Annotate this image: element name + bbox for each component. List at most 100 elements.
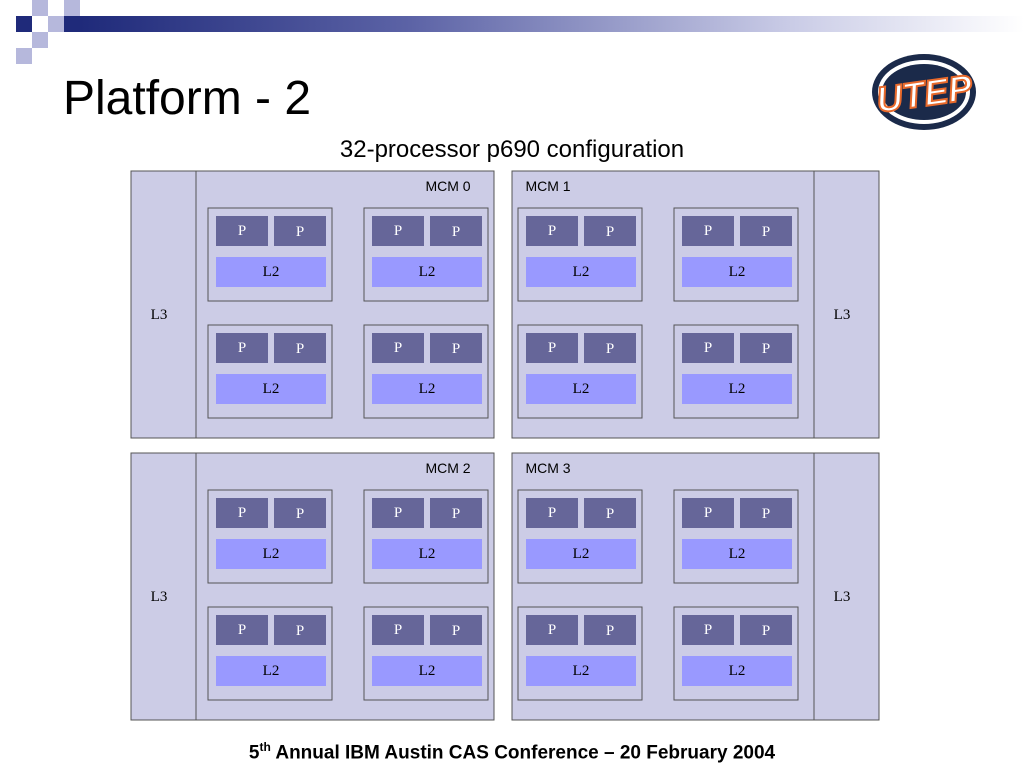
header-square	[48, 16, 64, 32]
footer-ordinal: 5	[248, 742, 260, 764]
processor-block	[430, 498, 482, 528]
processor-block	[682, 615, 734, 645]
processor-label: P	[394, 622, 402, 638]
l2-label: L2	[573, 663, 590, 679]
processor-label: P	[238, 223, 246, 239]
l2-cache-block	[216, 539, 326, 569]
processor-label: P	[296, 341, 304, 357]
l2-label: L2	[263, 546, 280, 562]
l2-label: L2	[419, 663, 436, 679]
l2-cache-block	[682, 656, 792, 686]
processor-block	[682, 498, 734, 528]
l3-label: L3	[834, 589, 851, 605]
processor-label: P	[548, 223, 556, 239]
processor-block	[584, 498, 636, 528]
processor-label: P	[548, 622, 556, 638]
processor-block	[526, 333, 578, 363]
processor-block	[372, 333, 424, 363]
processor-label: P	[452, 506, 460, 522]
footer-ordinal-suffix: th	[259, 740, 271, 754]
header-square	[16, 48, 32, 64]
l2-cache-block	[216, 257, 326, 287]
mcm-label: MCM 1	[525, 178, 570, 194]
processor-block	[584, 615, 636, 645]
processor-block	[274, 615, 326, 645]
processor-block	[430, 615, 482, 645]
l2-label: L2	[729, 381, 746, 397]
processor-block	[526, 615, 578, 645]
l2-label: L2	[729, 663, 746, 679]
l2-label: L2	[729, 546, 746, 562]
processor-block	[584, 333, 636, 363]
l2-label: L2	[729, 264, 746, 280]
l2-label: L2	[419, 546, 436, 562]
l3-label: L3	[151, 307, 168, 323]
slide-subtitle: 32-processor p690 configuration	[339, 136, 685, 163]
processor-label: P	[704, 622, 712, 638]
l3-label: L3	[151, 589, 168, 605]
processor-block	[430, 333, 482, 363]
l2-label: L2	[573, 264, 590, 280]
processor-block	[526, 498, 578, 528]
l3-cache-block	[813, 452, 880, 721]
processor-block	[740, 498, 792, 528]
processor-block	[372, 498, 424, 528]
header-gradient-bar	[80, 16, 1024, 32]
processor-label: P	[606, 224, 614, 240]
processor-block	[216, 498, 268, 528]
processor-label: P	[762, 623, 770, 639]
l3-label: L3	[834, 307, 851, 323]
processor-block	[740, 615, 792, 645]
l2-label: L2	[573, 546, 590, 562]
l2-cache-block	[372, 656, 482, 686]
processor-block	[216, 333, 268, 363]
header-square	[64, 16, 80, 32]
footer-text: Annual IBM Austin CAS Conference – 20 Fe…	[270, 742, 776, 764]
l2-label: L2	[419, 381, 436, 397]
l2-cache-block	[682, 539, 792, 569]
processor-label: P	[606, 341, 614, 357]
processor-label: P	[296, 623, 304, 639]
processor-block	[682, 216, 734, 246]
header-square	[32, 0, 48, 16]
processor-label: P	[452, 623, 460, 639]
processor-label: P	[394, 340, 402, 356]
mcm-label: MCM 0	[425, 178, 470, 194]
processor-label: P	[762, 341, 770, 357]
l2-cache-block	[526, 539, 636, 569]
processor-label: P	[296, 506, 304, 522]
l2-label: L2	[573, 381, 590, 397]
l3-cache-block	[130, 452, 197, 721]
processor-label: P	[548, 505, 556, 521]
l2-cache-block	[526, 656, 636, 686]
processor-label: P	[452, 224, 460, 240]
processor-block	[274, 333, 326, 363]
l2-cache-block	[372, 374, 482, 404]
processor-label: P	[548, 340, 556, 356]
processor-label: P	[238, 340, 246, 356]
processor-label: P	[238, 622, 246, 638]
l2-cache-block	[682, 257, 792, 287]
processor-block	[526, 216, 578, 246]
header-square	[32, 32, 48, 48]
l2-cache-block	[682, 374, 792, 404]
processor-block	[216, 615, 268, 645]
processor-block	[274, 216, 326, 246]
l2-cache-block	[526, 257, 636, 287]
processor-block	[216, 216, 268, 246]
processor-block	[274, 498, 326, 528]
l2-cache-block	[216, 374, 326, 404]
processor-block	[682, 333, 734, 363]
processor-label: P	[606, 506, 614, 522]
slide-footer: 5th Annual IBM Austin CAS Conference – 2…	[0, 734, 1024, 766]
processor-label: P	[394, 505, 402, 521]
processor-label: P	[762, 224, 770, 240]
processor-block	[584, 216, 636, 246]
processor-label: P	[296, 224, 304, 240]
mcm-label: MCM 3	[525, 460, 570, 476]
l2-label: L2	[263, 663, 280, 679]
processor-block	[372, 615, 424, 645]
l2-cache-block	[526, 374, 636, 404]
mcm-label: MCM 2	[425, 460, 470, 476]
